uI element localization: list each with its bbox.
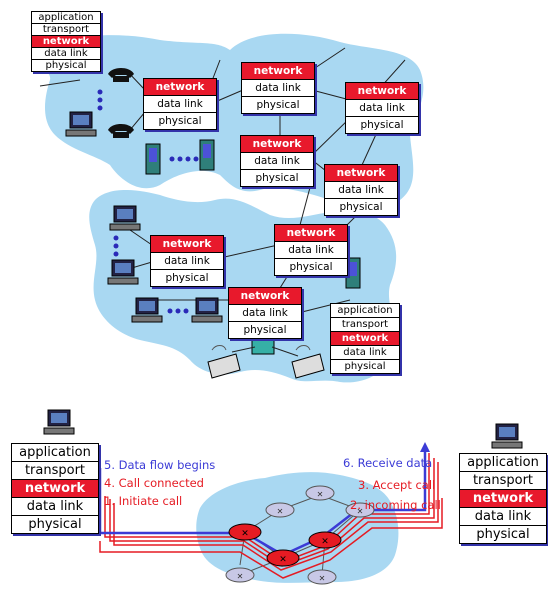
svg-text:✕: ✕ bbox=[241, 529, 249, 539]
layer-network: network bbox=[346, 83, 418, 100]
layer-network: network bbox=[12, 480, 98, 498]
label-accept-call: 3. Accept call bbox=[358, 478, 436, 492]
layer-transport: transport bbox=[12, 462, 98, 480]
router-icon: ✕ bbox=[265, 502, 295, 518]
router-icon: ✕ bbox=[307, 569, 337, 585]
desktop-computer-icon bbox=[109, 205, 141, 231]
svg-text:✕: ✕ bbox=[319, 574, 326, 583]
protocol-stack-caller: application transport network data link … bbox=[11, 443, 99, 534]
hub-box bbox=[251, 337, 275, 355]
protocol-stack-router: network data link physical bbox=[241, 62, 315, 114]
protocol-stack-host-right: application transport network data link … bbox=[330, 303, 400, 374]
label-data-flow-begins: 5. Data flow begins bbox=[104, 458, 216, 472]
protocol-stack-host-top-left: application transport network data link … bbox=[31, 11, 101, 72]
layer-network: network bbox=[460, 490, 546, 508]
layer-application: application bbox=[32, 12, 100, 24]
laptop-icon bbox=[291, 345, 325, 379]
desktop-computer-icon bbox=[131, 297, 163, 323]
layer-transport: transport bbox=[32, 24, 100, 36]
svg-text:✕: ✕ bbox=[357, 507, 364, 516]
router-icon: ✕ bbox=[228, 523, 262, 541]
layer-physical: physical bbox=[45, 60, 87, 71]
svg-text:✕: ✕ bbox=[317, 490, 324, 499]
layer-transport: transport bbox=[331, 318, 399, 332]
desktop-computer-icon bbox=[491, 423, 523, 449]
data-flow-path bbox=[98, 450, 427, 557]
router-icon: ✕ bbox=[345, 502, 375, 518]
desktop-computer-icon bbox=[191, 297, 223, 323]
protocol-stack-router: network data link physical bbox=[240, 135, 314, 187]
server-icon bbox=[199, 139, 215, 171]
layer-physical: physical bbox=[476, 527, 530, 542]
svg-text:✕: ✕ bbox=[321, 537, 329, 547]
desktop-computer-icon bbox=[107, 259, 139, 285]
layer-network: network bbox=[229, 288, 301, 305]
layer-data-link: data link bbox=[229, 305, 301, 322]
layer-network: network bbox=[32, 36, 100, 48]
label-call-connected: 4. Call connected bbox=[104, 476, 204, 490]
protocol-stack-router: network data link physical bbox=[143, 78, 217, 130]
layer-data-link: data link bbox=[460, 508, 546, 526]
router-icon: ✕ bbox=[225, 567, 255, 583]
telephone-icon bbox=[108, 124, 134, 138]
svg-text:✕: ✕ bbox=[277, 507, 284, 516]
data-flow-arrowhead bbox=[420, 442, 430, 452]
layer-network: network bbox=[242, 63, 314, 80]
layer-application: application bbox=[12, 444, 98, 462]
layer-network: network bbox=[275, 225, 347, 242]
laptop-icon bbox=[207, 345, 241, 379]
layer-transport: transport bbox=[460, 472, 546, 490]
desktop-computer-icon bbox=[65, 111, 97, 137]
layer-physical: physical bbox=[289, 261, 333, 273]
layer-network: network bbox=[241, 136, 313, 153]
layer-physical: physical bbox=[243, 324, 287, 336]
layer-network: network bbox=[144, 79, 216, 96]
desktop-computer-icon bbox=[43, 409, 75, 435]
layer-physical: physical bbox=[255, 172, 299, 184]
call-setup-path bbox=[99, 453, 443, 579]
router-icon: ✕ bbox=[308, 531, 342, 549]
label-incoming-call: 2. incoming call bbox=[350, 498, 441, 512]
layer-data-link: data link bbox=[325, 182, 397, 199]
layer-data-link: data link bbox=[32, 48, 100, 60]
layer-network: network bbox=[151, 236, 223, 253]
layer-data-link: data link bbox=[331, 346, 399, 360]
svg-text:✕: ✕ bbox=[279, 555, 287, 565]
protocol-stack-router: network data link physical bbox=[228, 287, 302, 339]
svg-text:✕: ✕ bbox=[237, 572, 244, 581]
layer-network: network bbox=[331, 332, 399, 346]
router-icon: ✕ bbox=[305, 485, 335, 501]
layer-physical: physical bbox=[28, 517, 82, 532]
protocol-stack-router: network data link physical bbox=[324, 164, 398, 216]
layer-data-link: data link bbox=[241, 153, 313, 170]
label-initiate-call: 1. Initiate call bbox=[104, 494, 183, 508]
layer-physical: physical bbox=[339, 201, 383, 213]
layer-network: network bbox=[325, 165, 397, 182]
telephone-icon bbox=[108, 68, 134, 82]
protocol-stack-callee: application transport network data link … bbox=[459, 453, 547, 544]
server-icon bbox=[345, 257, 361, 289]
layer-data-link: data link bbox=[12, 498, 98, 516]
layer-data-link: data link bbox=[275, 242, 347, 259]
layer-physical: physical bbox=[344, 361, 386, 372]
layer-application: application bbox=[331, 304, 399, 318]
layer-data-link: data link bbox=[242, 80, 314, 97]
layer-data-link: data link bbox=[346, 100, 418, 117]
protocol-stack-router: network data link physical bbox=[150, 235, 224, 287]
layer-application: application bbox=[460, 454, 546, 472]
layer-data-link: data link bbox=[144, 96, 216, 113]
layer-physical: physical bbox=[165, 272, 209, 284]
layer-physical: physical bbox=[158, 115, 202, 127]
server-icon bbox=[145, 143, 161, 175]
bottom-network-cloud bbox=[196, 472, 399, 583]
label-receive-data: 6. Receive data bbox=[343, 456, 433, 470]
dotted-connectors bbox=[97, 89, 199, 314]
layer-physical: physical bbox=[256, 99, 300, 111]
router-icon: ✕ bbox=[266, 549, 300, 567]
layer-data-link: data link bbox=[151, 253, 223, 270]
layer-physical: physical bbox=[360, 119, 404, 131]
protocol-stack-router: network data link physical bbox=[274, 224, 348, 276]
protocol-stack-router: network data link physical bbox=[345, 82, 419, 134]
